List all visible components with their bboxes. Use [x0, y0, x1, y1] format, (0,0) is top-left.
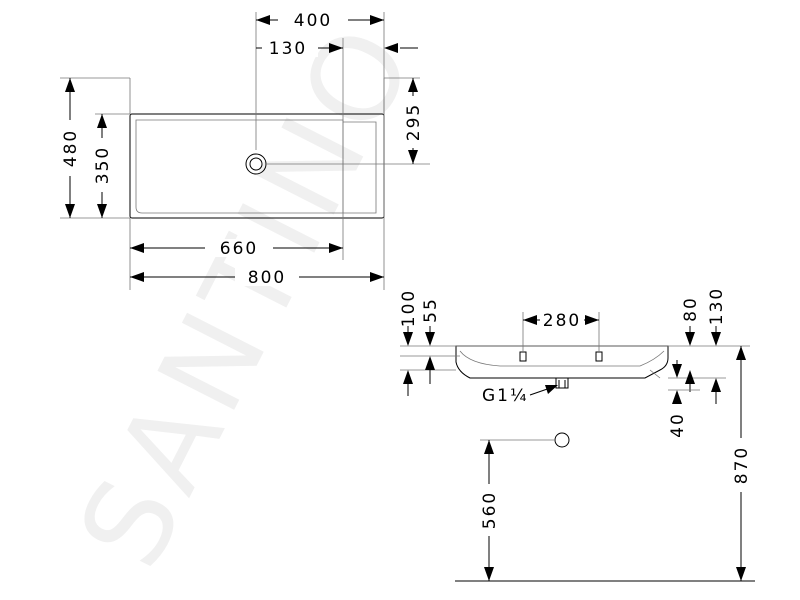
dim-480-label: 480 — [61, 129, 81, 167]
tap-hole-right — [595, 351, 603, 362]
tap-hole-left — [519, 351, 527, 362]
drain-outlet-icon — [555, 378, 569, 389]
dim-130-top-label: 130 — [269, 39, 307, 59]
top-view: 400 130 295 480 350 660 — [60, 11, 430, 290]
dim-400-label: 400 — [294, 11, 332, 31]
dim-100-label: 100 — [399, 289, 419, 327]
inner-bowl — [135, 119, 344, 214]
dim-80-label: 80 — [681, 296, 701, 322]
dim-55-label: 55 — [421, 297, 441, 323]
dim-870-label: 870 — [732, 446, 752, 484]
dim-560-label: 560 — [480, 491, 500, 529]
dim-350-label: 350 — [93, 146, 113, 184]
drain-inner-icon — [249, 157, 263, 171]
shelf-area — [343, 121, 377, 214]
thread-size-label: G1¼ — [482, 386, 528, 406]
dim-800-label: 800 — [248, 268, 286, 288]
basin-profile — [455, 345, 669, 379]
dim-295-label: 295 — [404, 103, 424, 141]
dim-130-side-label: 130 — [707, 287, 727, 325]
side-view: 280 100 55 80 130 40 G1¼ — [399, 287, 755, 582]
dim-280-label: 280 — [543, 311, 581, 331]
waste-pipe-icon — [554, 432, 570, 448]
dim-660-label: 660 — [220, 239, 258, 259]
dim-40-label: 40 — [668, 412, 688, 438]
